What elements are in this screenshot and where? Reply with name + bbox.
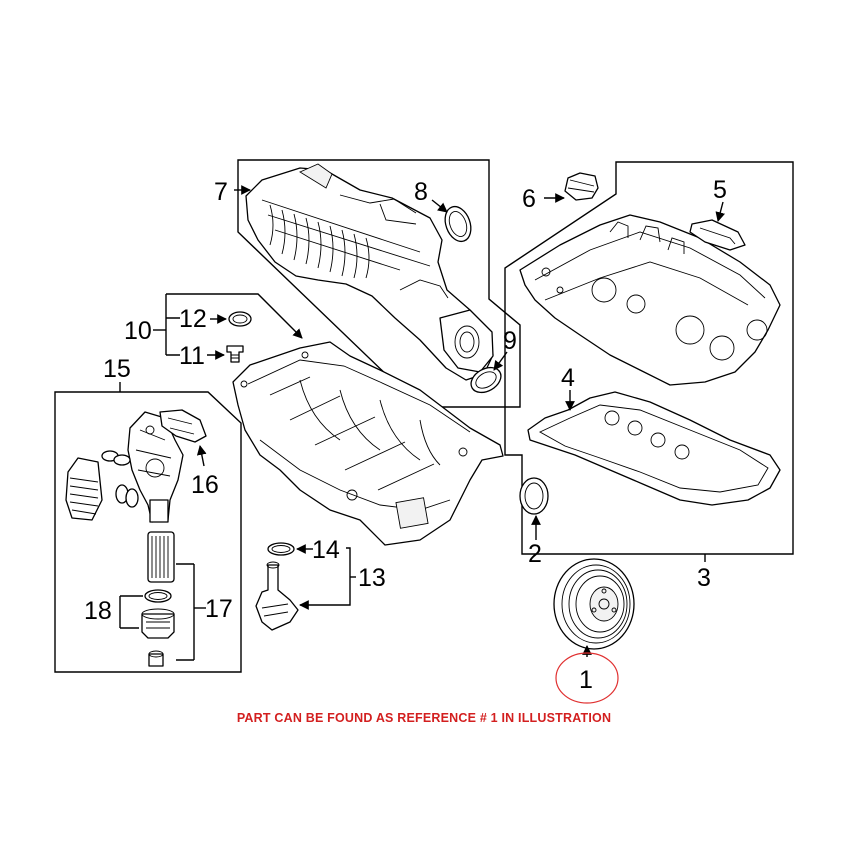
- callout-15: 15: [103, 355, 131, 383]
- drain-plug-17: [148, 650, 164, 667]
- gasket-5: [689, 219, 746, 251]
- oil-pan: [232, 341, 504, 546]
- vibration-damper-1: [553, 558, 635, 650]
- oil-filter-element: [147, 531, 175, 583]
- callout-10: 10: [124, 317, 152, 345]
- callout-18: 18: [84, 597, 112, 625]
- seal-ring-2: [519, 477, 549, 515]
- highlight-circle: [555, 652, 619, 704]
- callout-9: 9: [503, 327, 517, 355]
- gasket-9: [470, 366, 502, 394]
- callout-1: 1: [579, 666, 593, 694]
- valve-cover-gasket-4: [527, 391, 781, 506]
- callout-3: 3: [697, 564, 711, 592]
- seal-ring-18: [144, 589, 172, 603]
- oil-cooler: [65, 457, 103, 521]
- gasket-16: [159, 409, 207, 443]
- oil-filler-cap-6: [564, 172, 599, 201]
- seal-ring-14: [267, 542, 295, 556]
- gasket-8: [444, 205, 472, 243]
- oil-filter-cap: [141, 608, 175, 639]
- callout-11: 11: [179, 342, 205, 370]
- callout-8: 8: [414, 178, 428, 206]
- oil-level-sensor-13: [255, 561, 299, 631]
- oil-filter-housing-frame: [54, 391, 242, 673]
- valve-cover-frame: [504, 161, 794, 555]
- reference-note: PART CAN BE FOUND AS REFERENCE # 1 IN IL…: [237, 711, 611, 725]
- seal-ring-12: [228, 311, 252, 327]
- callout-16: 16: [191, 471, 219, 499]
- intake-manifold: [245, 163, 494, 381]
- valve-cover: [519, 214, 781, 386]
- callout-17: 17: [205, 595, 233, 623]
- callout-4: 4: [561, 364, 575, 392]
- callout-7: 7: [214, 178, 228, 206]
- drain-plug-11: [226, 345, 244, 363]
- callout-14: 14: [312, 536, 340, 564]
- callout-12: 12: [179, 305, 207, 333]
- callout-2: 2: [528, 540, 542, 568]
- callout-5: 5: [713, 176, 727, 204]
- intake-manifold-frame: [237, 159, 521, 408]
- callout-13: 13: [358, 564, 386, 592]
- callout-6: 6: [522, 185, 536, 213]
- small-seals: [101, 450, 139, 508]
